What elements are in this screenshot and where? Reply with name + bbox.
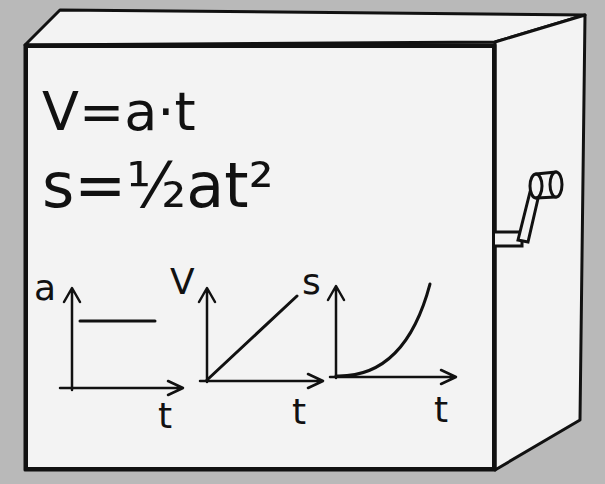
- graph-curve: [336, 284, 430, 376]
- housing-box: V=a·t s=½at²: [25, 45, 495, 470]
- axis-label: s: [302, 262, 321, 302]
- formula: V=a·t: [42, 82, 196, 141]
- axis: [199, 288, 215, 382]
- formula: s=½at²: [42, 152, 274, 220]
- graphs: [60, 284, 456, 395]
- axis: [64, 288, 80, 390]
- axis: [60, 381, 183, 395]
- graph-line: [207, 296, 297, 380]
- axis: [328, 286, 344, 378]
- axis-label: V: [170, 262, 195, 302]
- axis-label: a: [34, 268, 56, 308]
- box-front: [25, 45, 495, 470]
- crank: [495, 172, 562, 246]
- graph-line: [80, 320, 155, 323]
- axis-label: t: [434, 390, 448, 430]
- box-side: [495, 15, 585, 470]
- axis-label: t: [158, 396, 172, 436]
- axis: [200, 374, 323, 388]
- axis-label: t: [292, 392, 306, 432]
